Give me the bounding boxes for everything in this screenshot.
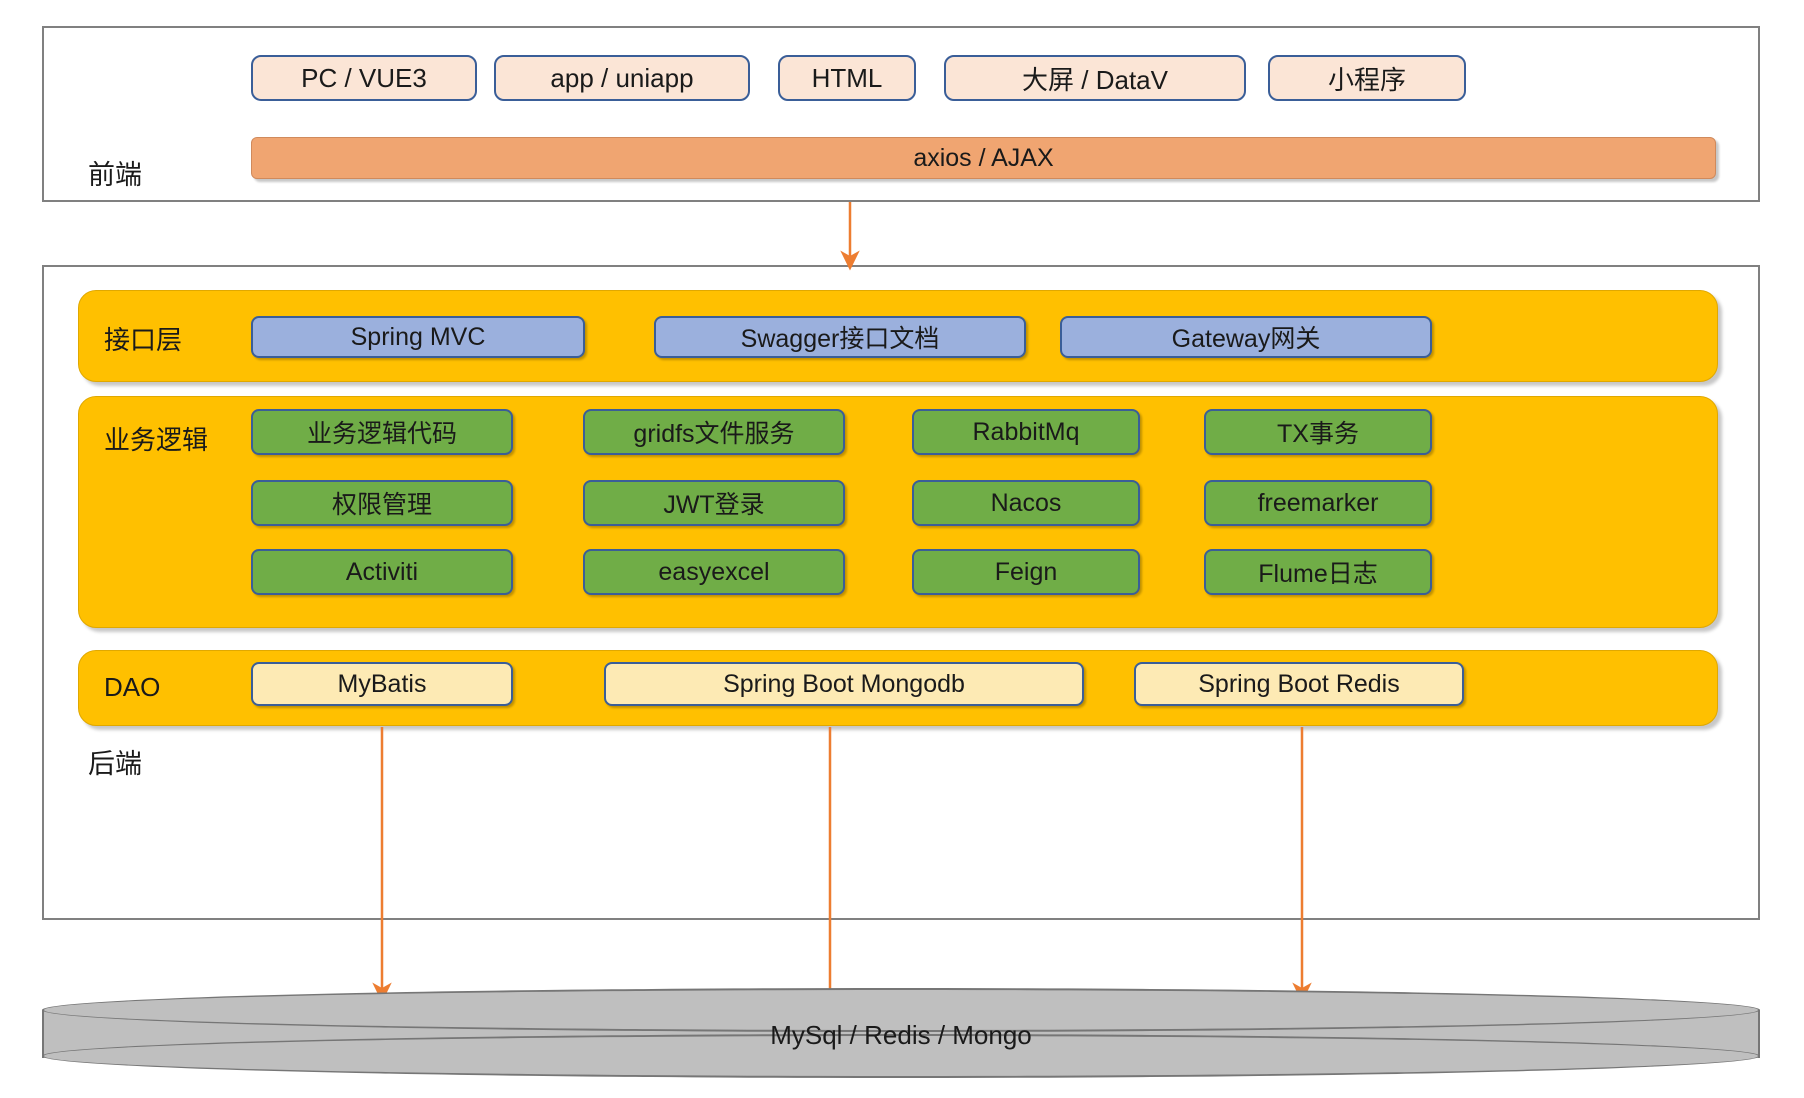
business-layer-item: Flume日志 [1204,549,1432,595]
business-layer-item: TX事务 [1204,409,1432,455]
database-bottom-ellipse [42,1034,1760,1078]
business-layer-item: Activiti [251,549,513,595]
business-layer-label: 业务逻辑 [104,425,209,455]
api-layer-item: Gateway网关 [1060,316,1432,358]
business-layer-item: easyexcel [583,549,845,595]
business-layer-item: RabbitMq [912,409,1140,455]
frontend-side-label: 前端 [88,160,142,190]
dao-layer-item: Spring Boot Mongodb [604,662,1084,706]
business-layer-item: freemarker [1204,480,1432,526]
client-chip: PC / VUE3 [251,55,477,101]
client-chip: 大屏 / DataV [944,55,1246,101]
business-layer-item: Feign [912,549,1140,595]
business-layer-item: Nacos [912,480,1140,526]
api-layer-label: 接口层 [104,325,183,355]
backend-side-label: 后端 [88,749,142,779]
client-chip: HTML [778,55,916,101]
api-layer-item: Swagger接口文档 [654,316,1026,358]
dao-layer-item: Spring Boot Redis [1134,662,1464,706]
database-cylinder: MySql / Redis / Mongo [42,988,1760,1080]
client-chip: 小程序 [1268,55,1466,101]
business-layer-item: gridfs文件服务 [583,409,845,455]
client-chip: app / uniapp [494,55,750,101]
database-top-ellipse [42,988,1760,1032]
business-layer-item: 业务逻辑代码 [251,409,513,455]
api-layer-item: Spring MVC [251,316,585,358]
business-layer-item: JWT登录 [583,480,845,526]
dao-layer-item: MyBatis [251,662,513,706]
axios-ajax-bar: axios / AJAX [251,137,1716,179]
dao-layer-label: DAO [104,672,161,702]
business-layer-item: 权限管理 [251,480,513,526]
database-label: MySql / Redis / Mongo [770,1020,1032,1050]
